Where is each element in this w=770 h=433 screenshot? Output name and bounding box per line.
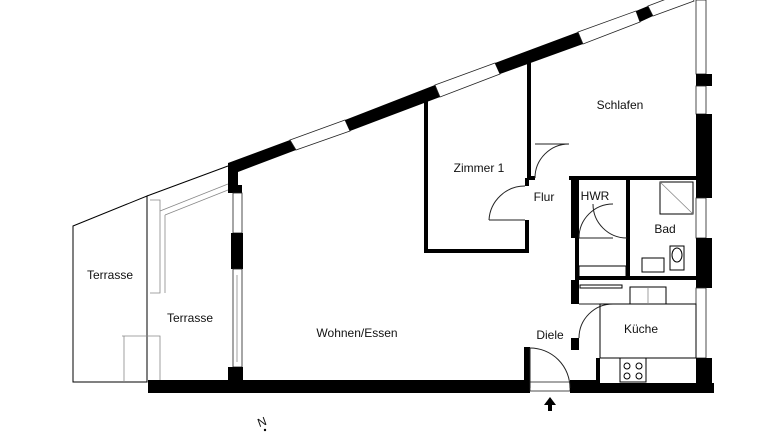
label-hwr: HWR [581,189,610,203]
label-wohnen-essen: Wohnen/Essen [316,326,397,340]
outer-terrace [72,195,161,383]
diagonal-wall [228,0,695,185]
north-arrow-icon: N [256,414,269,432]
bottom-wall [148,347,714,393]
label-zimmer1: Zimmer 1 [454,161,505,175]
schlafen-walls [527,52,700,180]
living-left-wall [228,185,243,381]
zimmer1-walls [424,97,529,253]
label-bad: Bad [654,222,675,236]
label-terrasse-outer: Terrasse [87,268,133,282]
north-label: N [256,414,269,430]
entrance-door [529,347,571,389]
kueche-walls [571,280,697,383]
entrance-arrow-icon [544,397,556,411]
label-terrasse-inner: Terrasse [167,311,213,325]
label-kueche: Küche [624,322,658,336]
label-flur: Flur [534,190,555,204]
hwr-bad-walls [571,178,700,290]
right-wall [695,0,712,393]
inner-terrace-railing [146,165,229,294]
label-schlafen: Schlafen [597,98,644,112]
label-diele: Diele [536,328,564,342]
